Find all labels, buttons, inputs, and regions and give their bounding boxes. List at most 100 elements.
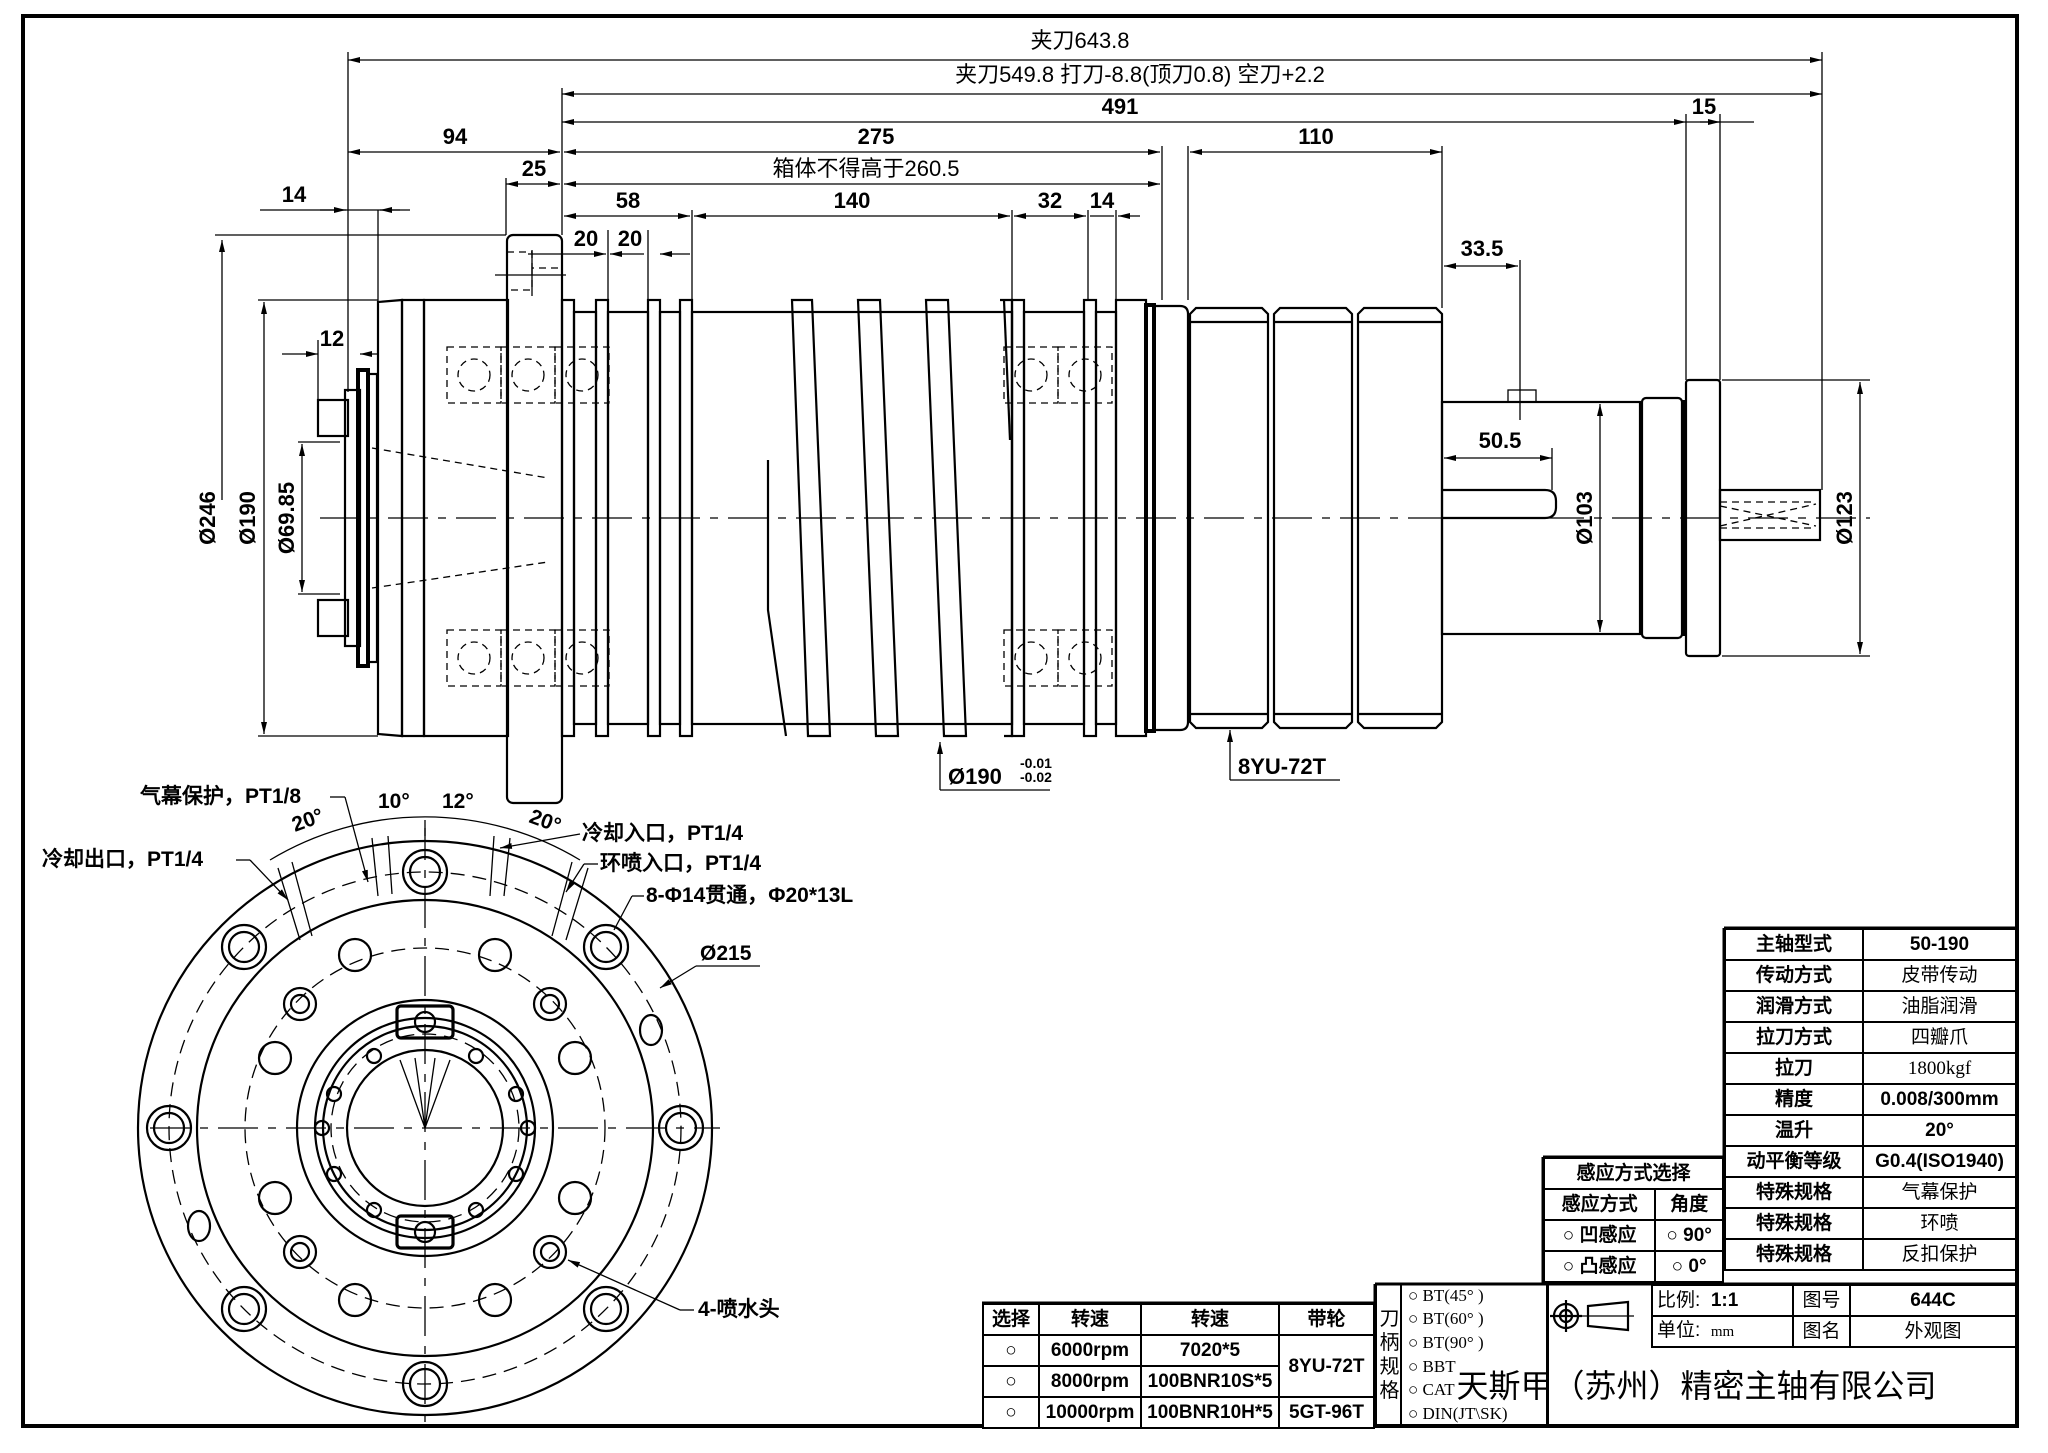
spec-value: G0.4(ISO1940) xyxy=(1862,1145,2017,1178)
speed-table: 选择 转速 转速 带轮 ○ 6000rpm 7020*5 8YU-72T ○ 8… xyxy=(982,1303,1375,1429)
unit-cell: 单位: mm xyxy=(1651,1315,1794,1348)
dia-190-tolerance: Ø190 xyxy=(948,764,1002,789)
tool-holder-option[interactable]: ○ BBT xyxy=(1408,1356,1456,1376)
key-slot xyxy=(1442,488,1558,520)
pulley-callout: 8YU-72T xyxy=(1238,754,1327,779)
radio-icon: ○ xyxy=(1408,1356,1419,1376)
tool-holder-label: 刀 柄 规 格 xyxy=(1375,1284,1402,1426)
spec-row: 传动方式皮带传动 xyxy=(1724,959,2017,992)
spec-row: 特殊规格气幕保护 xyxy=(1724,1176,2017,1209)
sensor-header-mode: 感应方式 xyxy=(1542,1188,1657,1221)
spec-value: 50-190 xyxy=(1862,928,2017,961)
dim-275: 275 xyxy=(858,124,895,149)
drawing-no-label: 图号 xyxy=(1792,1284,1851,1317)
spec-label: 润滑方式 xyxy=(1724,990,1864,1023)
spec-row: 特殊规格环喷 xyxy=(1724,1207,2017,1240)
callout-coolant-out: 冷却出口，PT1/4 xyxy=(42,847,203,871)
spec-label: 动平衡等级 xyxy=(1724,1145,1864,1178)
sensor-table: 感应方式选择 感应方式 角度 ○ 凹感应 ○ 90° ○ 凸感应 ○ 0° xyxy=(1542,1157,1724,1283)
spec-label: 特殊规格 xyxy=(1724,1207,1864,1240)
dim-20-a: 20 xyxy=(574,226,598,251)
dim-32: 32 xyxy=(1038,188,1062,213)
tool-holder-option[interactable]: ○ CAT xyxy=(1408,1380,1455,1400)
sensor-option-concave[interactable]: ○ 凹感应 xyxy=(1542,1219,1657,1252)
speed-value: 6000rpm xyxy=(1038,1334,1142,1367)
front-view xyxy=(136,816,720,1425)
radio-icon[interactable]: ○ xyxy=(1562,1225,1575,1246)
speed-radio-8000[interactable]: ○ xyxy=(982,1365,1040,1398)
spec-value: 20° xyxy=(1862,1114,2017,1147)
tool-holder-options: ○ BT(45° ) ○ BT(60° ) ○ BT(90° ) ○ BBT ○… xyxy=(1408,1284,1548,1426)
angle-20-right: 20° xyxy=(526,805,564,837)
dim-58: 58 xyxy=(616,188,640,213)
dim-clamp-note: 夹刀549.8 打刀-8.8(顶刀0.8) 空刀+2.2 xyxy=(955,62,1325,87)
dim-20-b: 20 xyxy=(618,226,642,251)
radio-icon[interactable]: ○ xyxy=(1671,1256,1684,1277)
bearings-front xyxy=(446,346,610,687)
angle-12: 12° xyxy=(442,790,474,813)
dim-box-note: 箱体不得高于260.5 xyxy=(772,156,959,181)
dim-14-front: 14 xyxy=(282,182,307,207)
bearing-value: 7020*5 xyxy=(1140,1334,1280,1367)
radio-icon: ○ xyxy=(1408,1333,1419,1353)
radio-icon[interactable]: ○ xyxy=(1666,1225,1678,1246)
callout-through-holes: 8-Φ14贯通，Φ20*13L xyxy=(646,884,853,907)
dim-14-rear: 14 xyxy=(1090,188,1115,213)
callout-ring-spray-in: 环喷入口，PT1/4 xyxy=(600,852,761,875)
spec-label: 特殊规格 xyxy=(1724,1176,1864,1209)
drive-key-top xyxy=(316,398,350,438)
dim-dia-69-85: Ø69.85 xyxy=(274,482,299,554)
radio-icon[interactable]: ○ xyxy=(1562,1256,1575,1277)
tol-lower: -0.02 xyxy=(1020,769,1052,785)
drawing-no: 644C xyxy=(1849,1284,2017,1317)
sensor-angle-0[interactable]: ○ 0° xyxy=(1654,1250,1724,1283)
speed-header-bearing: 转速 xyxy=(1140,1303,1280,1336)
spec-value: 环喷 xyxy=(1862,1207,2017,1240)
speed-header-pulley: 带轮 xyxy=(1278,1303,1375,1336)
callout-air-curtain: 气幕保护，PT1/8 xyxy=(139,784,301,808)
divider xyxy=(1400,1284,1402,1426)
spec-label: 拉刀 xyxy=(1724,1052,1864,1085)
tool-holder-option[interactable]: ○ BT(60° ) xyxy=(1408,1309,1484,1329)
spec-value: 反扣保护 xyxy=(1862,1238,2017,1271)
first-angle-projection-icon xyxy=(1550,1300,1634,1332)
spec-row: 拉刀方式四瓣爪 xyxy=(1724,1021,2017,1054)
dim-50-5: 50.5 xyxy=(1479,428,1522,453)
radio-icon: ○ xyxy=(1408,1404,1419,1424)
bearings-rear xyxy=(1003,346,1113,687)
sensor-angle-label: 90° xyxy=(1683,1225,1712,1246)
dim-dia-246: Ø246 xyxy=(195,491,220,545)
tool-holder-option[interactable]: ○ BT(45° ) xyxy=(1408,1285,1484,1305)
front-view-callouts: 气幕保护，PT1/8 冷却出口，PT1/4 冷却入口，PT1/4 环喷入口，PT… xyxy=(42,784,853,1321)
sensor-option-convex[interactable]: ○ 凸感应 xyxy=(1542,1250,1657,1283)
spec-row: 特殊规格反扣保护 xyxy=(1724,1238,2017,1271)
tool-holder-option[interactable]: ○ BT(90° ) xyxy=(1408,1333,1484,1353)
dim-12: 12 xyxy=(320,326,344,351)
spec-label: 主轴型式 xyxy=(1724,928,1864,961)
radio-icon: ○ xyxy=(1408,1285,1419,1305)
tool-holder-option[interactable]: ○ DIN(JT\SK) xyxy=(1408,1404,1508,1424)
speed-radio-6000[interactable]: ○ xyxy=(982,1334,1040,1367)
spec-label: 特殊规格 xyxy=(1724,1238,1864,1271)
radio-icon: ○ xyxy=(1408,1380,1419,1400)
dim-dia-190: Ø190 xyxy=(235,491,260,545)
side-view-dimensions: 夹刀643.8 夹刀549.8 打刀-8.8(顶刀0.8) 空刀+2.2 491… xyxy=(195,28,1870,791)
speed-value: 8000rpm xyxy=(1038,1365,1142,1398)
sensor-angle-90[interactable]: ○ 90° xyxy=(1654,1219,1724,1252)
through-holes-8 xyxy=(145,848,705,1408)
bolt-circle-215 xyxy=(168,871,682,1385)
bore-circle xyxy=(345,1048,505,1208)
drawing-name-label: 图名 xyxy=(1792,1315,1851,1348)
bearing-value: 100BNR10H*5 xyxy=(1140,1396,1280,1429)
side-view xyxy=(316,233,1870,805)
dim-15: 15 xyxy=(1692,94,1716,119)
speed-radio-10000[interactable]: ○ xyxy=(982,1396,1040,1429)
sensor-angle-label: 0° xyxy=(1688,1256,1707,1277)
sensor-table-title: 感应方式选择 xyxy=(1543,1157,1724,1190)
